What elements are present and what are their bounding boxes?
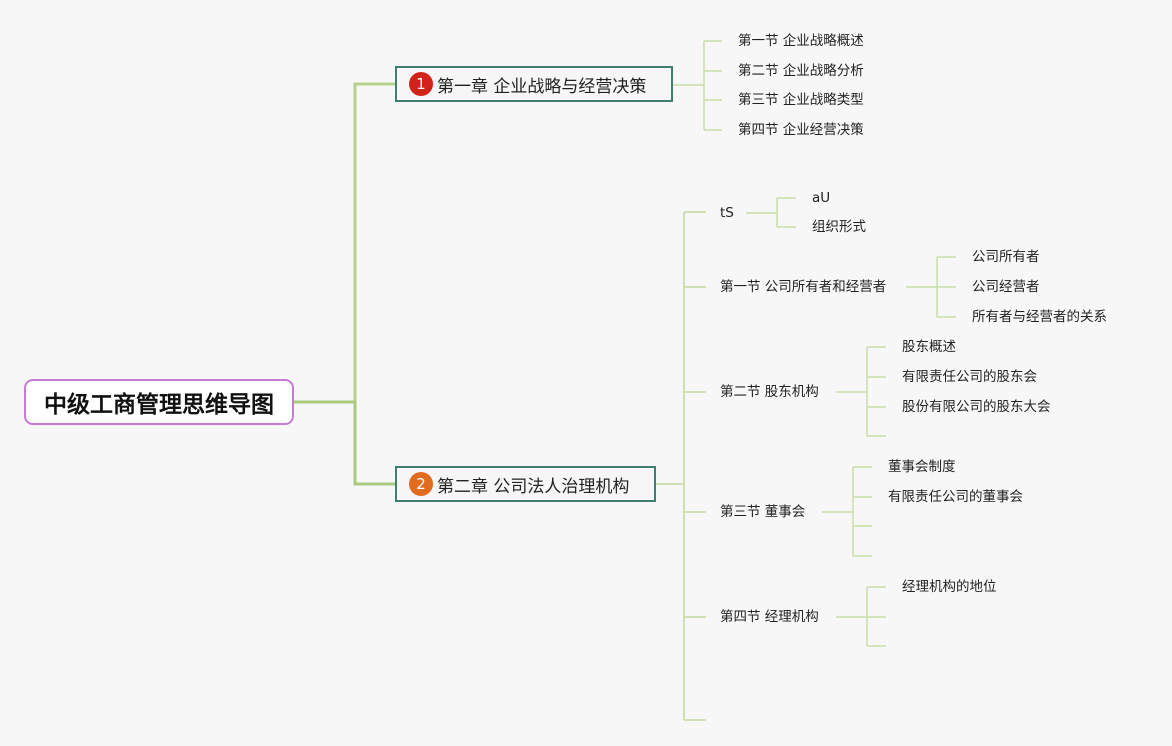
section-3-child-1[interactable]: 董事会制度 [888, 459, 956, 475]
section-3-connectors [822, 466, 872, 557]
section-1-child-1[interactable]: 公司所有者 [972, 249, 1040, 265]
root-to-chapter2-line [294, 400, 395, 486]
section-4-child-1[interactable]: 经理机构的地位 [902, 579, 997, 595]
section-1-child-3[interactable]: 所有者与经营者的关系 [972, 309, 1107, 325]
chapter-2-section-4[interactable]: 第四节 经理机构 [720, 609, 819, 625]
priority-2-icon: 2 [409, 472, 433, 496]
section-1-connectors [906, 256, 956, 318]
chapter-2-section-1[interactable]: 第一节 公司所有者和经营者 [720, 279, 887, 295]
section-ts-child-1[interactable]: aU [812, 190, 831, 206]
section-2-connectors [836, 346, 886, 437]
chapter1-connectors [672, 40, 722, 131]
chapter-2-section-ts[interactable]: tS [720, 205, 734, 221]
chapter-1-section-2[interactable]: 第二节 企业战略分析 [738, 63, 864, 79]
chapter-1-topic[interactable]: 1 第一章 企业战略与经营决策 [395, 66, 673, 102]
chapter-2-section-3[interactable]: 第三节 董事会 [720, 504, 806, 520]
chapter-1-section-4[interactable]: 第四节 企业经营决策 [738, 122, 864, 138]
section-3-child-2[interactable]: 有限责任公司的董事会 [888, 489, 1023, 505]
section-1-child-2[interactable]: 公司经营者 [972, 279, 1040, 295]
chapter-2-label: 第二章 公司法人治理机构 [437, 476, 630, 497]
chapter-2-section-2[interactable]: 第二节 股东机构 [720, 384, 819, 400]
root-to-chapter1-line [294, 82, 395, 404]
section-2-child-1[interactable]: 股东概述 [902, 339, 956, 355]
root-topic-label: 中级工商管理思维导图 [44, 392, 274, 418]
section-ts-child-2[interactable]: 组织形式 [812, 219, 866, 235]
section-4-connectors [836, 586, 886, 647]
priority-1-icon: 1 [409, 72, 433, 96]
chapter2-connectors [655, 211, 706, 721]
section-ts-connectors [746, 197, 796, 228]
section-2-child-3[interactable]: 股份有限公司的股东大会 [902, 399, 1051, 415]
chapter-2-topic[interactable]: 2 第二章 公司法人治理机构 [395, 466, 656, 502]
root-topic[interactable]: 中级工商管理思维导图 [24, 379, 294, 425]
chapter-1-section-1[interactable]: 第一节 企业战略概述 [738, 33, 864, 49]
chapter-1-section-3[interactable]: 第三节 企业战略类型 [738, 92, 864, 108]
section-2-child-2[interactable]: 有限责任公司的股东会 [902, 369, 1037, 385]
chapter-1-label: 第一章 企业战略与经营决策 [437, 76, 647, 97]
